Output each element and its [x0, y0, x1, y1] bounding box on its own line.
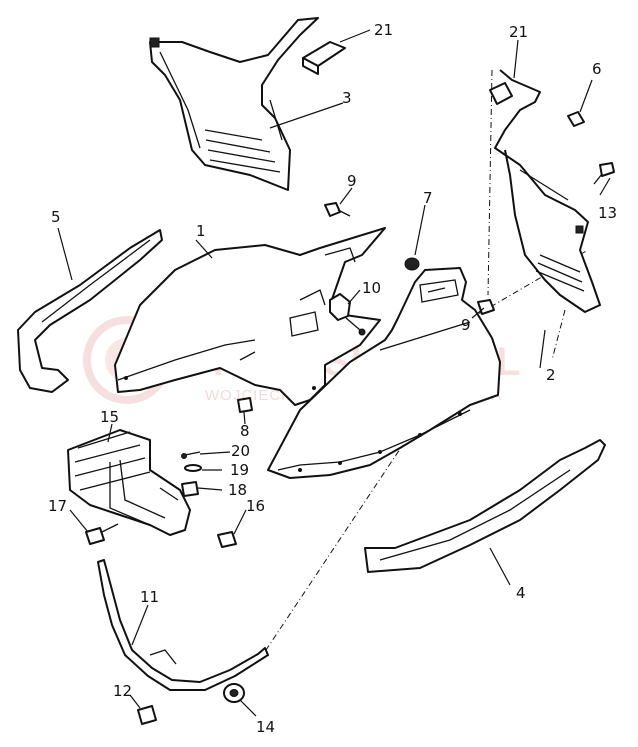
- grommet-7: [404, 257, 420, 271]
- callout-12: 12: [113, 682, 132, 700]
- callout-5: 5: [51, 208, 61, 226]
- rack-15: [67, 429, 191, 536]
- callout-7: 7: [423, 189, 433, 207]
- callout-4: 4: [516, 584, 526, 602]
- callout-3: 3: [342, 89, 352, 107]
- callout-10: 10: [362, 279, 381, 297]
- side-cover-2: [489, 69, 601, 313]
- bolt-16: [217, 531, 237, 548]
- callout-2: 2: [546, 366, 556, 384]
- callout-11: 11: [140, 588, 159, 606]
- callout-18: 18: [228, 481, 247, 499]
- nut-18: [181, 481, 199, 497]
- callout-9-lower: 9: [461, 316, 471, 334]
- mud-flap-4: [364, 439, 606, 573]
- callout-14: 14: [256, 718, 275, 736]
- callout-8: 8: [240, 422, 250, 440]
- bolt-13: [593, 162, 615, 185]
- pad-21-left: [302, 41, 346, 75]
- clip-20: [181, 451, 201, 459]
- rear-fender: [267, 267, 501, 479]
- bolt-9-upper: [324, 202, 351, 217]
- callout-9-upper: 9: [347, 172, 357, 190]
- front-fender-1: [114, 227, 386, 406]
- callout-15: 15: [100, 408, 119, 426]
- bracket-11: [97, 559, 269, 691]
- callout-17: 17: [48, 497, 67, 515]
- callout-19: 19: [230, 461, 249, 479]
- callout-20: 20: [231, 442, 250, 460]
- callout-16: 16: [246, 497, 265, 515]
- leader-lines: [57, 29, 611, 717]
- bolt-9-lower: [477, 299, 495, 315]
- callout-21-left: 21: [374, 21, 393, 39]
- callout-6: 6: [592, 60, 602, 78]
- bolt-12: [137, 705, 157, 725]
- callout-1: 1: [196, 222, 206, 240]
- callout-21-right: 21: [509, 23, 528, 41]
- bolt-8: [237, 397, 253, 413]
- callout-13: 13: [598, 204, 617, 222]
- bolt-17: [85, 523, 119, 545]
- grommet-14: [223, 683, 245, 703]
- side-cover-3: [149, 17, 319, 191]
- callouts: 1 2 3 4 5 6 7 8 9 9 10 11 12 13 14 15 16…: [48, 21, 617, 736]
- clip-10: [329, 293, 366, 336]
- screw-6: [567, 111, 585, 127]
- washer-19: [184, 464, 202, 472]
- mud-flap-5: [17, 229, 163, 393]
- alignment-lines: [265, 69, 589, 651]
